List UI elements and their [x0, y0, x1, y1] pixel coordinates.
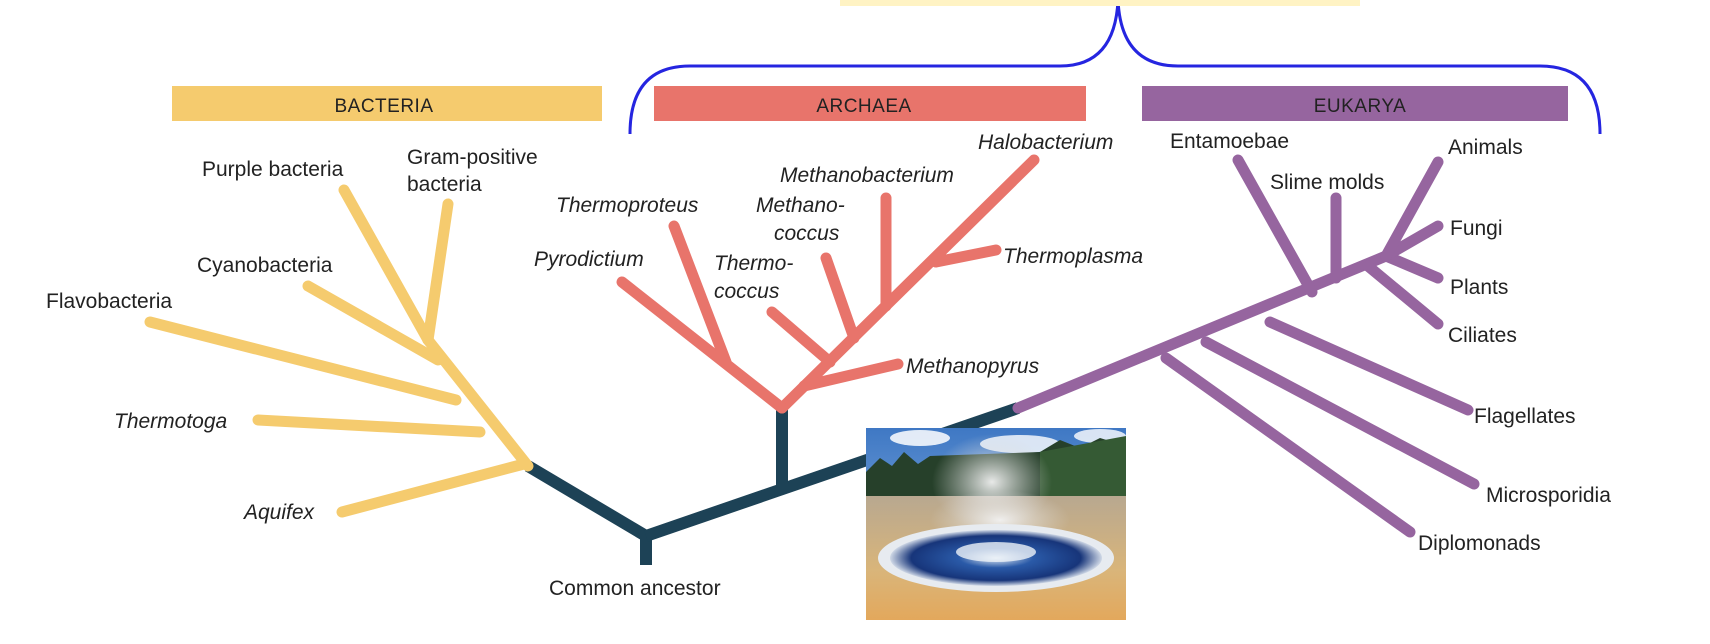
fungi-label: Fungi: [1450, 217, 1503, 240]
microsporidia-label: Microsporidia: [1486, 484, 1611, 507]
bacteria-branches: [144, 184, 534, 518]
flavobacteria-branch: [144, 316, 462, 406]
thermoplasma-branch: [930, 244, 1002, 268]
pyrodictium-branch: [616, 276, 788, 414]
thermoproteus-label: Thermoproteus: [556, 194, 699, 217]
trunk-to-bacteria: [524, 460, 652, 565]
animals-label: Animals: [1448, 136, 1523, 159]
common-ancestor-label: Common ancestor: [549, 577, 721, 600]
methanococcus-label-line2: coccus: [774, 222, 840, 245]
thermococcus-branch: [766, 306, 836, 368]
methanobacterium-label: Methanobacterium: [780, 164, 954, 187]
microsporidia-branch: [1200, 336, 1480, 490]
diplomonads-label: Diplomonads: [1418, 532, 1541, 555]
entamoebae-branch: [1232, 154, 1318, 298]
archaea-branches: [616, 154, 1040, 414]
thermotoga-label: Thermotoga: [114, 410, 227, 433]
gram-positive-branch: [422, 198, 454, 346]
eukarya-domain-label: EUKARYA: [1314, 96, 1407, 117]
thermotoga-branch: [252, 414, 486, 438]
bacteria-domain-label: BACTERIA: [334, 96, 433, 117]
cyanobacteria-branch: [302, 280, 444, 366]
purple-bacteria-label: Purple bacteria: [202, 158, 344, 181]
methanococcus-label-line1: Methano-: [756, 194, 845, 217]
flagellates-branch: [1264, 316, 1474, 416]
hot-spring-photo: [866, 428, 1126, 620]
aquifex-label: Aquifex: [242, 501, 316, 524]
purple-bacteria-branch: [338, 184, 434, 346]
thermoplasma-label: Thermoplasma: [1003, 245, 1143, 268]
animals-branch: [1380, 156, 1444, 262]
bacteria-stem: [422, 334, 534, 472]
methanococcus-branch: [820, 252, 860, 344]
plants-label: Plants: [1450, 276, 1508, 299]
cyanobacteria-label: Cyanobacteria: [197, 254, 333, 277]
entamoebae-label: Entamoebae: [1170, 130, 1289, 153]
bacteria-bar: [172, 86, 602, 121]
gram-positive-label-line1: Gram-positive: [407, 146, 538, 169]
slime-molds-label: Slime molds: [1270, 171, 1384, 194]
ciliates-branch: [1362, 260, 1444, 330]
methanopyrus-branch: [798, 358, 904, 392]
diplomonads-branch: [1160, 352, 1416, 538]
clipped-title-fragment: [840, 0, 1360, 6]
aquifex-branch: [336, 458, 530, 518]
flavobacteria-label: Flavobacteria: [46, 290, 172, 313]
plants-branch: [1380, 250, 1444, 284]
archaea-stem: [776, 154, 1040, 414]
eukarya-bar: [1142, 86, 1568, 121]
pyrodictium-label: Pyrodictium: [534, 248, 644, 271]
thermoproteus-branch: [668, 220, 732, 368]
ciliates-label: Ciliates: [1448, 324, 1517, 347]
thermococcus-label-line2: coccus: [714, 280, 780, 303]
halobacterium-label: Halobacterium: [978, 131, 1113, 154]
archaea-bar: [654, 86, 1086, 121]
archaea-eukarya-brace: [628, 0, 1602, 135]
eukarya-branches: [1012, 154, 1480, 538]
archaea-domain-label: ARCHAEA: [816, 96, 911, 117]
thermococcus-label-line1: Thermo-: [714, 252, 793, 275]
methanopyrus-label: Methanopyrus: [906, 355, 1040, 378]
gram-positive-label-line2: bacteria: [407, 173, 482, 196]
eukarya-stem: [1012, 250, 1392, 414]
flagellates-label: Flagellates: [1474, 405, 1576, 428]
